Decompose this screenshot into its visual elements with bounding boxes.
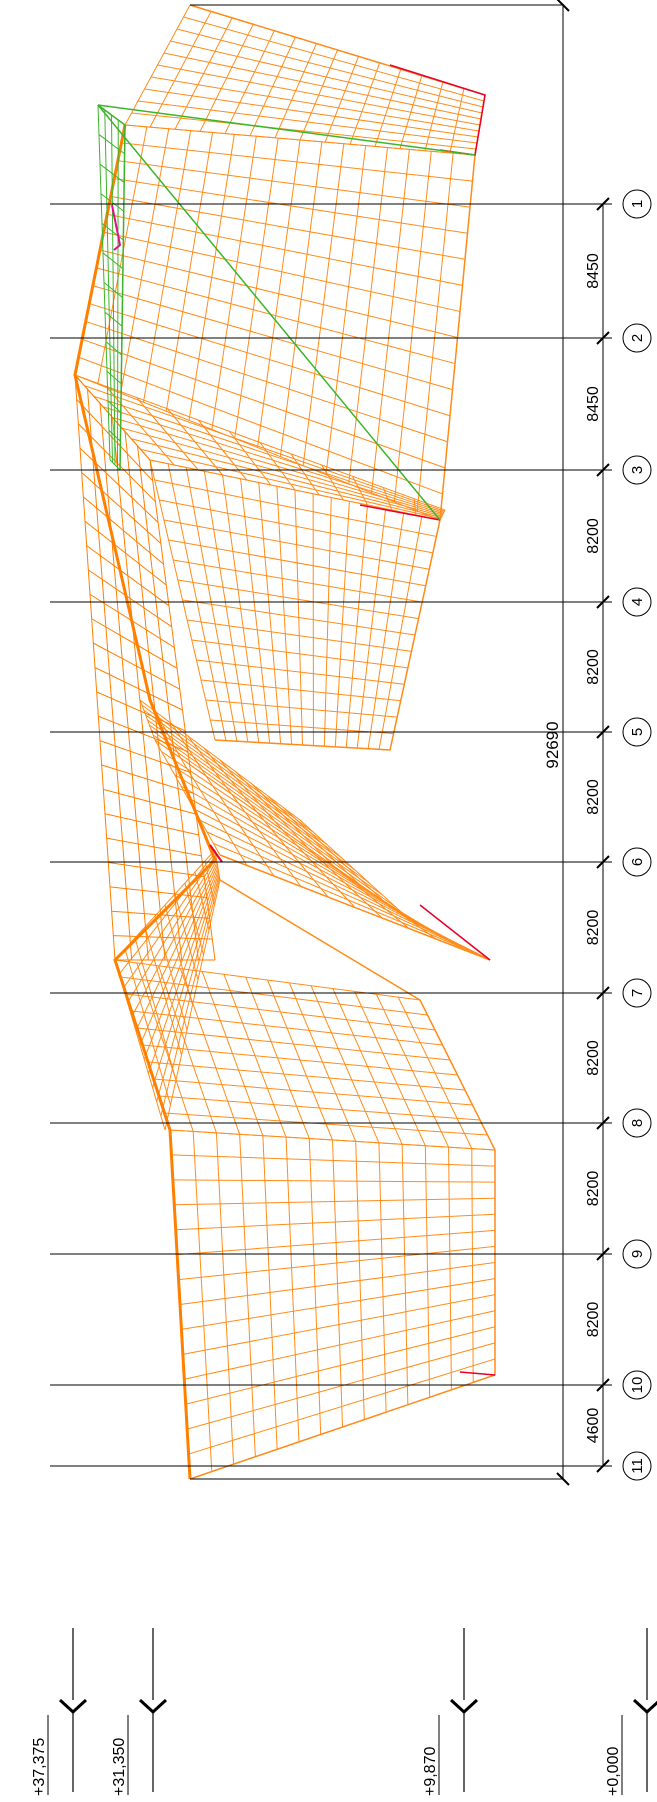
level-label-2: +9,870 xyxy=(422,1747,439,1796)
axis-spacing-7: 8200 xyxy=(585,1040,602,1076)
axis-tick-9 xyxy=(596,1247,610,1261)
level-marker-1: +31,350 xyxy=(111,1628,168,1796)
mesh-shell-spike-b xyxy=(139,699,411,921)
mesh-shell-mid-a xyxy=(74,374,446,521)
axis-tick-5 xyxy=(596,725,610,739)
axis-spacing-1: 8450 xyxy=(585,253,602,289)
axis-tick-7 xyxy=(596,986,610,1000)
roof-mesh-wireframe xyxy=(73,4,496,1480)
edge-green-c xyxy=(97,104,476,156)
axis-tick-6 xyxy=(596,855,610,869)
axis-bubble-9 xyxy=(622,1239,652,1269)
axis-bubble-3 xyxy=(622,455,652,485)
axis-bubble-6 xyxy=(622,847,652,877)
axis-tick-10 xyxy=(596,1378,610,1392)
axis-label-6: 6 xyxy=(629,858,646,866)
axis-spacing-4: 8200 xyxy=(585,649,602,685)
edge-magenta xyxy=(111,204,122,251)
axis-label-8: 8 xyxy=(629,1119,646,1127)
axis-bubble-5 xyxy=(622,717,652,747)
overall-dimension-tick-top xyxy=(556,0,570,12)
axis-tick-3 xyxy=(596,463,610,477)
grid-lines: 1 2 3 4 5 6 7 8 9 10 11 xyxy=(50,189,652,1481)
level-marker-2: +9,870 xyxy=(422,1628,479,1796)
axis-spacing-8: 8200 xyxy=(585,1171,602,1207)
axis-bubble-1 xyxy=(622,189,652,219)
axis-label-10: 10 xyxy=(629,1377,646,1394)
level-marker-3: +0,000 xyxy=(605,1628,657,1796)
axis-label-2: 2 xyxy=(629,334,646,342)
mesh-shell-low-b xyxy=(114,959,496,1151)
mesh-green-patch xyxy=(97,104,126,471)
axis-label-7: 7 xyxy=(629,989,646,997)
level-label-3: +0,000 xyxy=(605,1747,622,1796)
axis-spacing-6: 8200 xyxy=(585,910,602,946)
axis-bubble-11 xyxy=(622,1451,652,1481)
axis-spacing-10: 4600 xyxy=(585,1408,602,1444)
axis-tick-2 xyxy=(596,331,610,345)
axis-label-9: 9 xyxy=(629,1250,646,1258)
edge-red-low xyxy=(459,1371,496,1376)
mesh-outline-ridge xyxy=(73,124,217,1480)
axis-tick-1 xyxy=(596,197,610,211)
axis-bubble-10 xyxy=(622,1370,652,1400)
mesh-outline-spike xyxy=(219,854,491,961)
axis-spacing-9: 8200 xyxy=(585,1302,602,1338)
axis-bubble-4 xyxy=(622,587,652,617)
dimension-chain: 92690 8450 8450 8200 8200 8200 8200 8200 8200 82… xyxy=(190,0,610,1486)
level-label-1: +31,350 xyxy=(111,1738,128,1796)
axis-bubble-2 xyxy=(622,323,652,353)
edge-red-mid xyxy=(359,504,441,521)
mesh-shell-low-a xyxy=(169,1129,496,1480)
level-label-0: +37,375 xyxy=(31,1738,48,1796)
axis-tick-4 xyxy=(596,595,610,609)
level-marker-0: +37,375 xyxy=(31,1628,88,1796)
axis-tick-11 xyxy=(596,1459,610,1473)
axis-label-1: 1 xyxy=(629,200,646,208)
axis-label-3: 3 xyxy=(629,466,646,474)
axis-bubble-8 xyxy=(622,1108,652,1138)
overall-dimension-label: 92690 xyxy=(543,721,562,768)
edge-red-fold xyxy=(209,844,223,863)
axis-spacing-3: 8200 xyxy=(585,518,602,554)
edge-red-spike xyxy=(419,904,491,961)
axis-spacing-5: 8200 xyxy=(585,779,602,815)
edge-green-b xyxy=(97,104,441,521)
axis-label-4: 4 xyxy=(629,598,646,606)
axis-spacing-2: 8450 xyxy=(585,386,602,422)
axis-label-5: 5 xyxy=(629,728,646,736)
mesh-outline-lower xyxy=(189,879,496,1480)
axis-bubble-7 xyxy=(622,978,652,1008)
axis-label-11: 11 xyxy=(629,1458,646,1474)
overall-dimension-tick-bottom xyxy=(556,1472,570,1486)
level-markers: +37,375 +31,350 +9,870 +0,000 xyxy=(31,1628,657,1796)
axis-tick-8 xyxy=(596,1116,610,1130)
